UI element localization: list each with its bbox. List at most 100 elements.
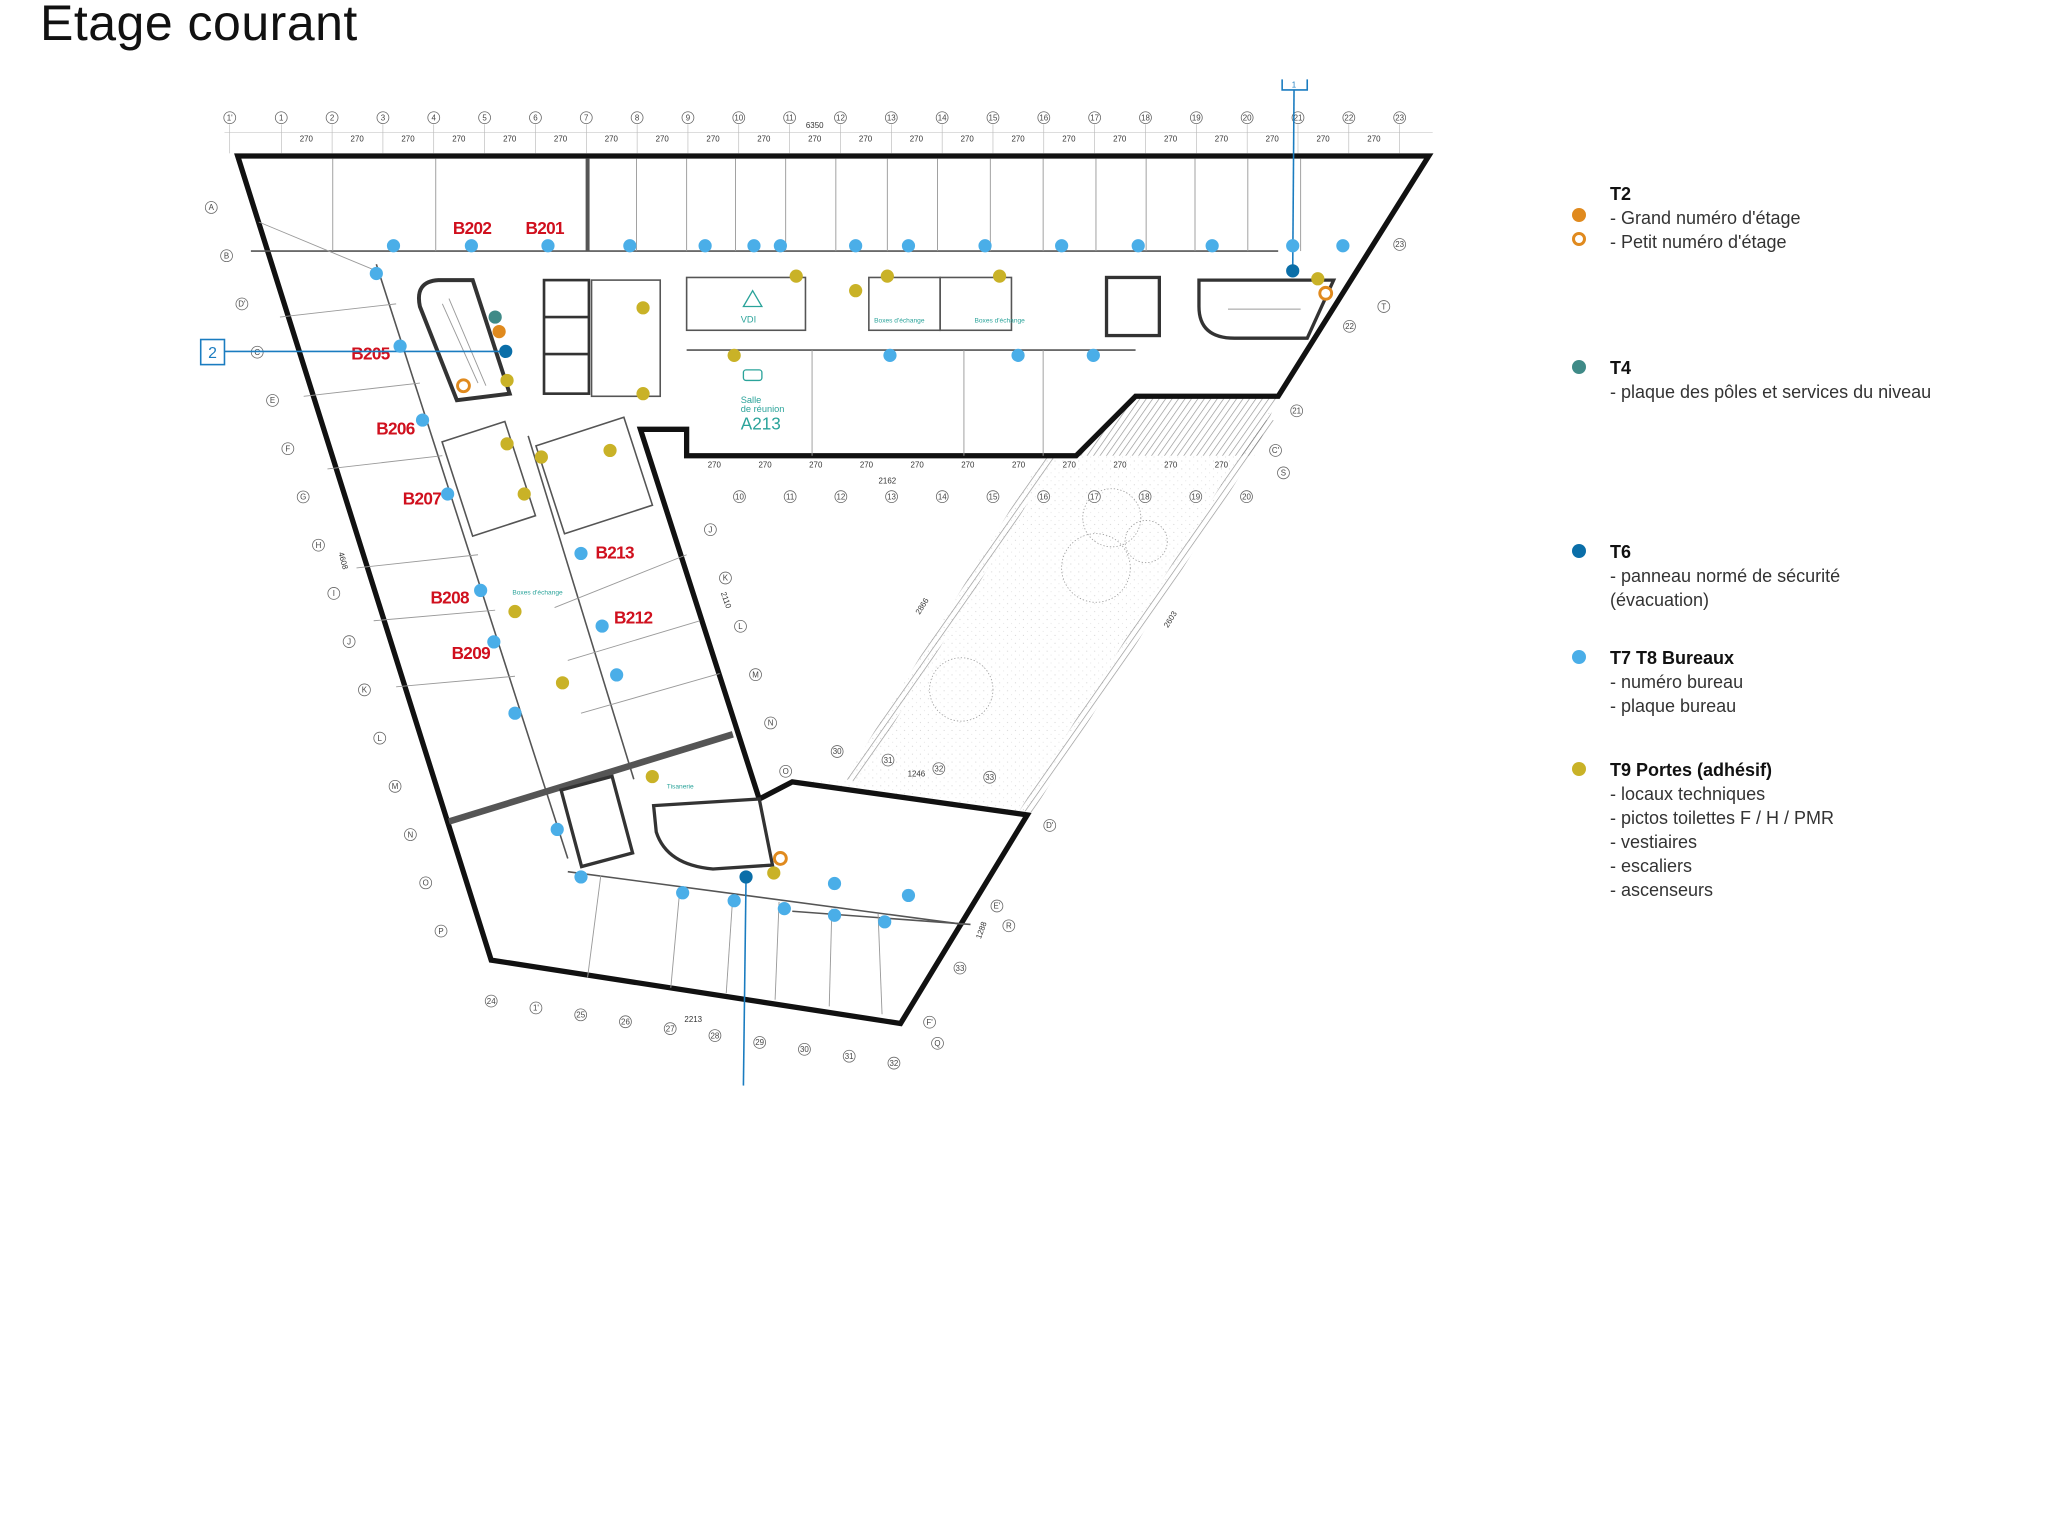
grid-axis-label: O — [783, 767, 789, 776]
legend-item: - panneau normé de sécurité — [1610, 566, 1841, 586]
grid-axis-label: K — [362, 686, 368, 695]
meeting-room-label: Salle — [741, 395, 762, 405]
grid-axis-label: H — [316, 541, 322, 550]
office-sign-marker — [1055, 239, 1069, 253]
grid-axis-label: F — [285, 444, 290, 453]
legend-item: (évacuation) — [1610, 590, 1710, 610]
grid-axis-bubble — [1037, 490, 1051, 503]
grid-axis-label: 12 — [836, 492, 845, 501]
grid-axis-bubble — [373, 731, 387, 745]
grid-axis-label: J — [347, 637, 351, 646]
grid-axis-label: 21 — [1294, 113, 1303, 122]
grid-axis-label: 6 — [533, 113, 538, 122]
callout-1-box — [1281, 79, 1309, 91]
grid-axis-bubble — [779, 764, 792, 778]
office-sign-marker — [676, 886, 690, 900]
south-shaft — [559, 774, 635, 869]
grid-axis-bubble — [990, 899, 1004, 913]
grid-axis-label: 10 — [734, 113, 743, 122]
grid-axis-bubble — [885, 490, 898, 503]
grid-axis-label: 16 — [1039, 492, 1048, 501]
partition-wall — [774, 902, 780, 1000]
grid-axis-bubble — [663, 1022, 677, 1035]
dimension-total: 2213 — [684, 1015, 702, 1024]
grid-axis-label: 4 — [432, 113, 437, 122]
grid-axis-label: 12 — [836, 113, 845, 122]
office-sign-marker — [1336, 239, 1350, 253]
grid-axis-label: M — [752, 670, 759, 679]
dimension-total: 6350 — [806, 121, 824, 130]
grid-axis-label: 2 — [330, 113, 334, 122]
grid-axis-label: 15 — [989, 492, 998, 501]
grid-axis-label: 1' — [533, 1004, 539, 1013]
office-sign-marker — [978, 239, 992, 253]
grid-axis-bubble — [579, 111, 593, 125]
dimension-label: 270 — [808, 134, 822, 143]
room-label-b209: B209 — [452, 643, 490, 663]
dimension-label: 270 — [452, 134, 466, 143]
office-sign-marker — [777, 902, 791, 916]
grid-axis-bubble — [296, 490, 310, 504]
evacuation-panel-marker — [1286, 264, 1300, 278]
door-sticker-marker — [727, 348, 741, 362]
grid-axis-bubble — [704, 523, 717, 536]
room-labels: B202 B201 B205 B206 B207 B208 B209 B213 … — [351, 218, 653, 663]
grid-axis-label: 13 — [887, 113, 896, 122]
grid-axis-label: 22 — [1345, 322, 1354, 331]
grid-axis-bubble — [1393, 111, 1407, 125]
legend-item: - plaque bureau — [1610, 696, 1737, 716]
grid-axis-label: 20 — [1243, 113, 1252, 122]
grid-axis-bubble — [419, 876, 433, 890]
grid-axis-bubble — [327, 587, 341, 600]
grid-axis-label: 13 — [887, 492, 896, 501]
evacuation-panel-marker — [499, 344, 513, 359]
grid-axis-label: 8 — [635, 113, 640, 122]
elevators — [542, 278, 591, 395]
door-sticker-marker — [508, 604, 522, 619]
grid-axis-label: 11 — [786, 113, 795, 122]
t9-dot-icon — [1572, 762, 1586, 776]
room-label-b202: B202 — [453, 218, 491, 238]
grid-axis-label: 14 — [938, 492, 947, 501]
grid-axis-label: 5 — [482, 113, 487, 122]
office-sign-marker — [827, 908, 842, 922]
evacuation-panel-marker — [739, 870, 753, 884]
office-sign-marker — [901, 239, 916, 253]
office-sign-marker — [1205, 239, 1219, 253]
grid-axis-label: 18 — [1141, 492, 1150, 501]
grid-axis-bubble — [1377, 300, 1391, 313]
grid-axis-label: 23 — [1395, 113, 1404, 122]
office-sign-marker — [747, 239, 761, 253]
grid-axis-bubble — [881, 753, 895, 767]
section-callouts: 2 1 — [199, 79, 1309, 1086]
grid-axis-bubble — [1189, 490, 1203, 503]
grid-axis-bubble — [434, 924, 448, 938]
office-sign-marker — [386, 239, 401, 253]
grid-axis-label: 24 — [487, 997, 496, 1006]
boxes-label-2: Boxes d'échange — [974, 317, 1025, 324]
grid-axis-label: 17 — [1090, 113, 1099, 122]
boxes-label-3: Boxes d'échange — [512, 589, 563, 596]
grid-axis-label: G — [300, 493, 306, 502]
grid-axis-label: 16 — [1039, 113, 1048, 122]
tree-icon — [929, 488, 1168, 722]
grid-axis-label: 19 — [1192, 113, 1201, 122]
grid-axis-label: O — [423, 879, 429, 888]
dimension-label: 270 — [401, 134, 415, 143]
dimension-label: 270 — [656, 134, 670, 143]
small-floor-number-marker — [1318, 285, 1334, 301]
dimension-label: 270 — [809, 461, 823, 470]
grid-axis-bubble — [529, 111, 542, 125]
grid-axis-label: I — [333, 589, 335, 598]
room-label-b207: B207 — [403, 489, 441, 509]
grid-axis-bubble — [1088, 111, 1101, 125]
door-sticker-marker — [1311, 272, 1325, 286]
grid-axis-bubble — [388, 780, 402, 793]
grid-axis-label: M — [392, 782, 399, 791]
grid-axis-bubble — [1343, 319, 1356, 333]
grid-axis-label: 32 — [890, 1059, 899, 1068]
grid-axis-label: D' — [238, 300, 246, 309]
grid-axis-bubble — [983, 770, 997, 784]
grid-axis-label: C — [254, 348, 260, 357]
grid-axis-bubble — [932, 762, 946, 775]
